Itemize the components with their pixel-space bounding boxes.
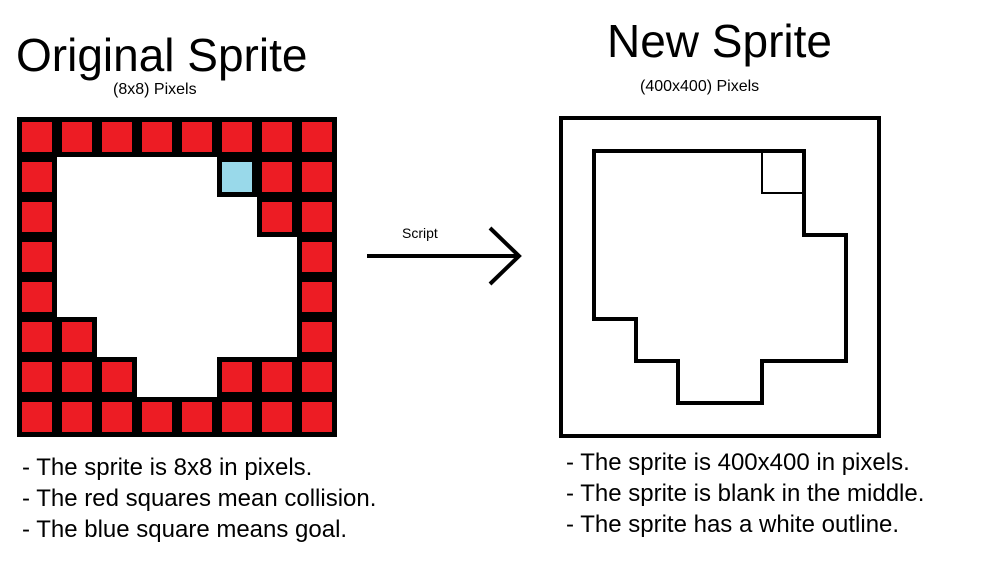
collision-pixel [217,397,257,437]
collision-pixel [297,157,337,197]
empty-pixel [137,357,177,397]
collision-pixel [257,117,297,157]
goal-pixel [217,157,257,197]
collision-pixel [97,397,137,437]
empty-pixel [257,317,297,357]
empty-pixel [177,237,217,277]
empty-pixel [257,237,297,277]
new-sprite-notes: - The sprite is 400x400 in pixels. - The… [566,447,924,540]
empty-pixel [177,197,217,237]
collision-pixel [297,397,337,437]
empty-pixel [177,277,217,317]
collision-pixel [57,117,97,157]
collision-pixel [297,237,337,277]
collision-pixel [257,357,297,397]
empty-pixel [137,317,177,357]
new-sprite-title: New Sprite [607,15,832,67]
empty-pixel [217,197,257,237]
original-sprite-title: Original Sprite [16,29,308,81]
collision-pixel [97,357,137,397]
empty-pixel [137,237,177,277]
empty-pixel [97,237,137,277]
collision-pixel [297,277,337,317]
empty-pixel [177,317,217,357]
new-sprite-goal-outline [761,150,805,194]
collision-pixel [17,317,57,357]
empty-pixel [57,197,97,237]
collision-pixel [297,197,337,237]
empty-pixel [137,157,177,197]
new-note-size: - The sprite is 400x400 in pixels. [566,449,910,476]
collision-pixel [217,117,257,157]
empty-pixel [97,197,137,237]
collision-pixel [17,237,57,277]
empty-pixel [137,277,177,317]
empty-pixel [217,237,257,277]
empty-pixel [97,277,137,317]
collision-pixel [297,117,337,157]
new-note-blank: - The sprite is blank in the middle. [566,480,925,507]
collision-pixel [177,397,217,437]
empty-pixel [57,277,97,317]
script-arrow-icon [367,226,522,286]
original-sprite-grid [17,117,337,437]
empty-pixel [177,157,217,197]
original-sprite-notes: - The sprite is 8x8 in pixels. - The red… [22,452,376,545]
empty-pixel [97,157,137,197]
collision-pixel [257,397,297,437]
empty-pixel [57,237,97,277]
empty-pixel [177,357,217,397]
collision-pixel [97,117,137,157]
original-sprite-size-label: (8x8) Pixels [113,81,197,98]
collision-pixel [17,277,57,317]
new-note-outline: - The sprite has a white outline. [566,511,900,538]
collision-pixel [57,317,97,357]
collision-pixel [17,357,57,397]
collision-pixel [217,357,257,397]
collision-pixel [17,157,57,197]
empty-pixel [57,157,97,197]
new-sprite-outline-diagram [559,116,881,438]
empty-pixel [217,317,257,357]
empty-pixel [217,277,257,317]
original-note-size: - The sprite is 8x8 in pixels. [22,454,313,481]
original-note-goal: - The blue square means goal. [22,516,348,543]
collision-pixel [257,157,297,197]
empty-pixel [257,277,297,317]
collision-pixel [137,397,177,437]
collision-pixel [257,197,297,237]
collision-pixel [17,117,57,157]
empty-pixel [97,317,137,357]
collision-pixel [137,117,177,157]
collision-pixel [177,117,217,157]
collision-pixel [57,397,97,437]
script-arrow-label: Script [402,225,438,241]
original-note-collision: - The red squares mean collision. [22,485,377,512]
new-sprite-size-label: (400x400) Pixels [640,78,760,95]
new-sprite-frame [559,116,881,438]
collision-pixel [17,197,57,237]
empty-pixel [137,197,177,237]
collision-pixel [297,357,337,397]
new-sprite-collision-outline [592,149,848,405]
collision-pixel [57,357,97,397]
collision-pixel [297,317,337,357]
collision-pixel [17,397,57,437]
